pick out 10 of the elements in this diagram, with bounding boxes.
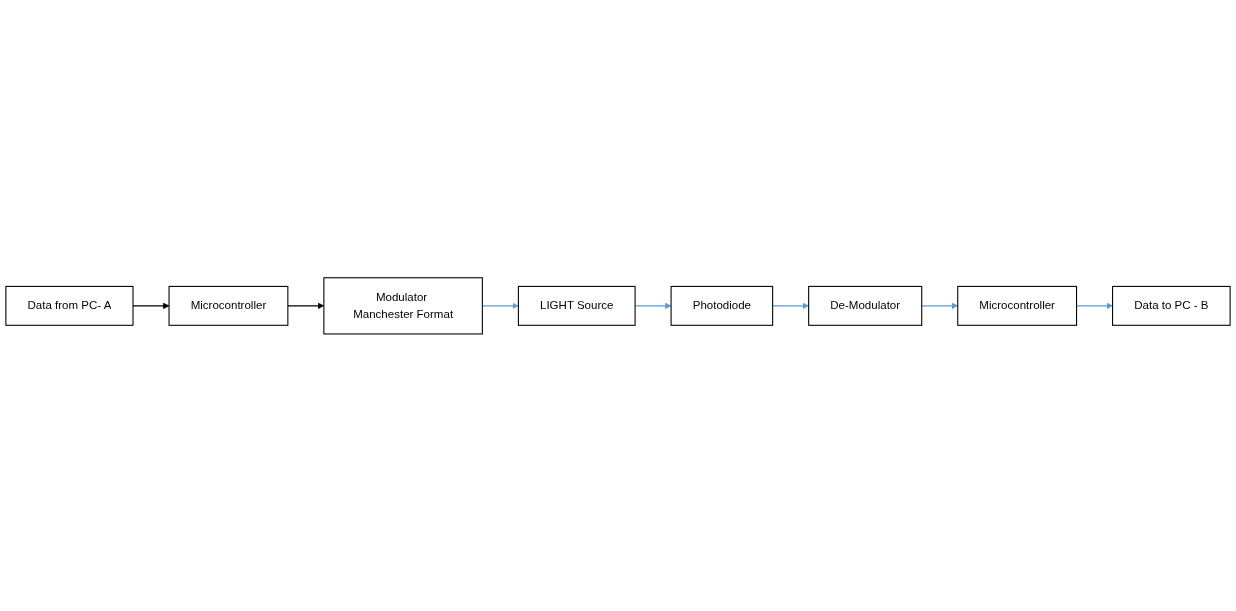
node-box: LIGHT Source bbox=[517, 285, 636, 326]
node-box: Microcontroller bbox=[168, 285, 289, 326]
node-box: Data from PC- A bbox=[5, 285, 134, 326]
node-box: Microcontroller bbox=[957, 285, 1078, 326]
node-box: Data to PC - B bbox=[1112, 285, 1231, 326]
arrow bbox=[1076, 302, 1113, 309]
node-box: Photodiode bbox=[670, 285, 774, 326]
arrow bbox=[772, 302, 809, 309]
node-box: Modulator Manchester Format bbox=[323, 276, 483, 335]
node-box: De-Modulator bbox=[808, 285, 923, 326]
